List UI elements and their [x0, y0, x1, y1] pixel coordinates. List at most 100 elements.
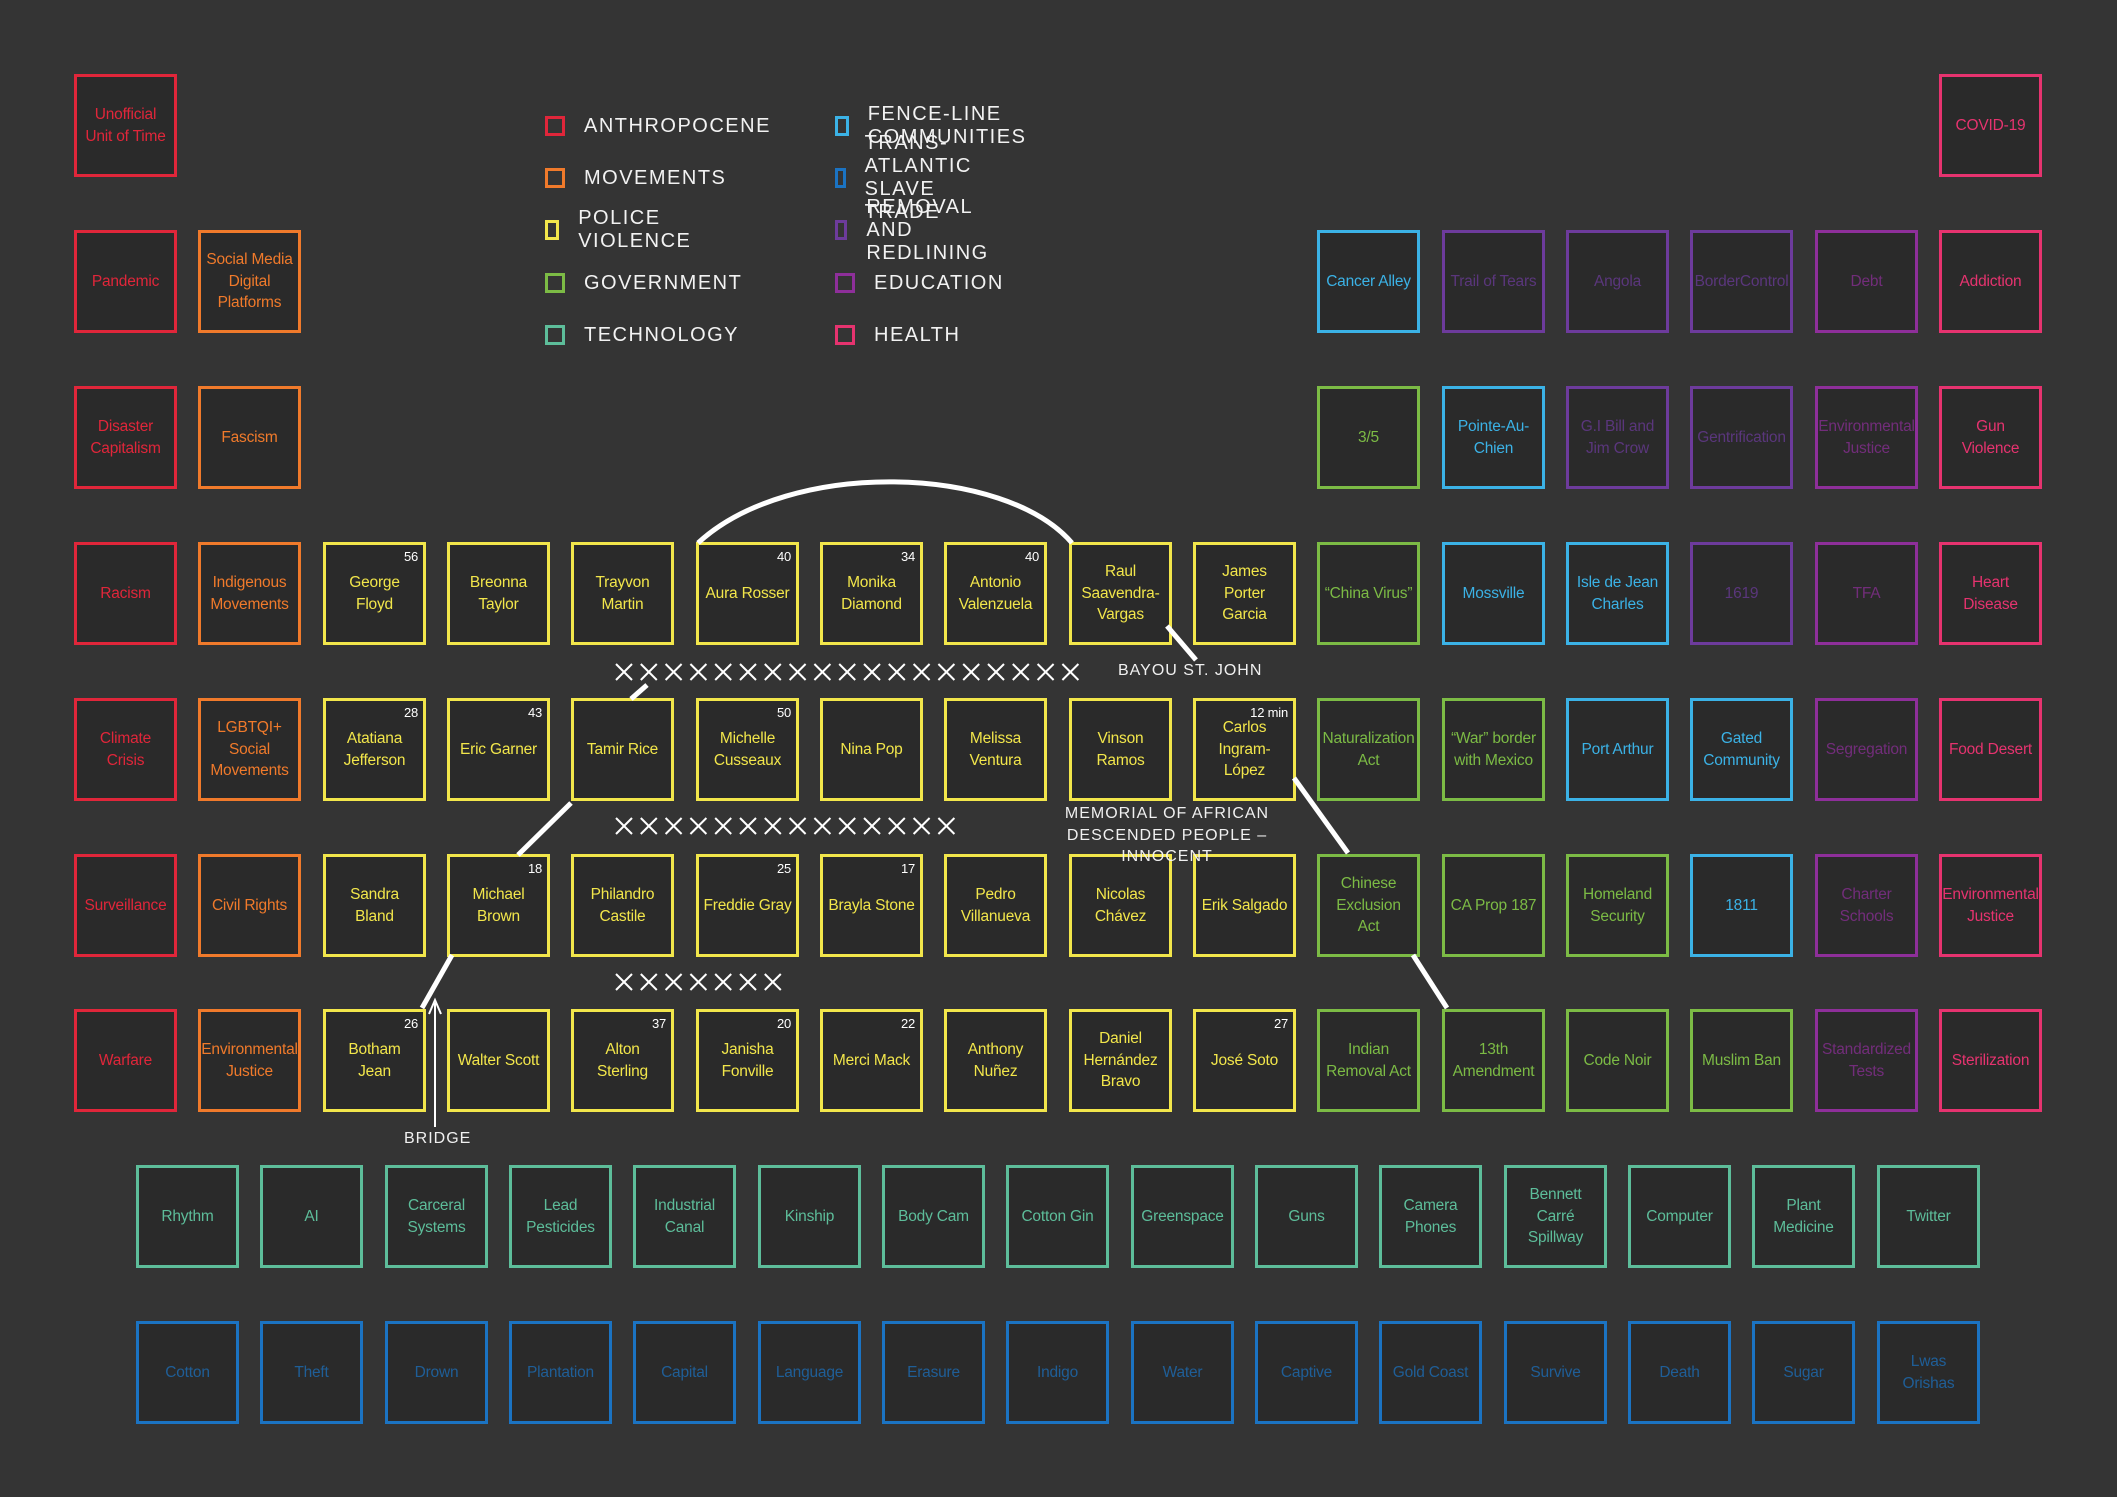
- cross-mark: [640, 973, 658, 991]
- element-tile: Theft: [260, 1321, 363, 1424]
- cross-mark: [788, 663, 807, 681]
- cross-mark: [664, 817, 683, 835]
- bridge-line-left-lower: [419, 953, 455, 1010]
- legend-label: EDUCATION: [874, 271, 1004, 294]
- element-label: Racism: [100, 584, 151, 602]
- element-tile: Indian Removal Act: [1317, 1009, 1420, 1112]
- legend-item: POLICE VIOLENCE: [545, 207, 697, 252]
- bridge-line-left-mid: [516, 801, 573, 857]
- cross-mark: [937, 817, 956, 835]
- cross-mark: [714, 973, 732, 991]
- cross-mark: [714, 663, 732, 681]
- element-tile: Drown: [385, 1321, 488, 1424]
- legend-item: EDUCATION: [835, 268, 1004, 298]
- element-label: Anthony Nuñez: [967, 1041, 1024, 1080]
- cross-mark: [714, 663, 732, 681]
- element-tile: “China Virus”: [1317, 542, 1420, 645]
- element-age: 37: [651, 1016, 666, 1031]
- element-tile: CA Prop 187: [1442, 854, 1545, 957]
- bayou-label: BAYOU ST. JOHN: [1118, 662, 1263, 679]
- element-label: Sugar: [1783, 1363, 1824, 1381]
- element-tile: Carceral Systems: [385, 1165, 488, 1268]
- element-label: Gun Violence: [1961, 418, 2020, 457]
- legend-label: GOVERNMENT: [584, 271, 743, 294]
- element-label: Naturalization Act: [1322, 730, 1415, 769]
- element-tile: Vinson Ramos: [1069, 698, 1172, 801]
- element-tile: Melissa Ventura: [944, 698, 1047, 801]
- element-label: “China Virus”: [1324, 584, 1413, 602]
- element-label: Addiction: [1959, 272, 2022, 290]
- cross-mark: [764, 817, 782, 835]
- element-label: Nicolas Chávez: [1094, 886, 1147, 925]
- element-tile: Segregation: [1815, 698, 1918, 801]
- element-label: Aura Rosser: [705, 584, 790, 602]
- element-label: Standardized Tests: [1822, 1041, 1911, 1080]
- element-tile: Rhythm: [136, 1165, 239, 1268]
- element-label: Environmental Justice: [1818, 418, 1915, 457]
- cross-mark: [615, 817, 633, 835]
- element-label: Isle de Jean Charles: [1576, 574, 1659, 613]
- element-age: 43: [527, 705, 542, 720]
- element-label: Walter Scott: [457, 1051, 540, 1069]
- element-tile: Addiction: [1939, 230, 2042, 333]
- element-tile: Lwas Orishas: [1877, 1321, 1980, 1424]
- element-age: 28: [403, 705, 418, 720]
- cross-mark: [739, 817, 757, 835]
- cross-mark: [863, 817, 881, 835]
- element-tile: Kinship: [758, 1165, 861, 1268]
- element-tile: Guns: [1255, 1165, 1358, 1268]
- element-label: Sterilization: [1951, 1051, 2030, 1069]
- element-tile: Daniel Hernández Bravo: [1069, 1009, 1172, 1112]
- element-label: Social Media Digital Platforms: [206, 251, 293, 312]
- element-label: Cancer Alley: [1326, 272, 1411, 290]
- element-tile: Raul Saavendra- Vargas: [1069, 542, 1172, 645]
- element-tile: Gold Coast: [1379, 1321, 1482, 1424]
- element-tile: Erik Salgado: [1193, 854, 1296, 957]
- element-tile: Bennett Carré Spillway: [1504, 1165, 1607, 1268]
- element-tile: Racism: [74, 542, 177, 645]
- element-tile: Water: [1131, 1321, 1234, 1424]
- element-label: Raul Saavendra- Vargas: [1081, 563, 1160, 624]
- element-label: Antonio Valenzuela: [958, 574, 1033, 613]
- element-tile: Surveillance: [74, 854, 177, 957]
- legend-label: FENCE-LINE COMMUNITIES: [867, 103, 1027, 148]
- legend-swatch: [835, 220, 848, 240]
- cross-mark: [863, 663, 881, 681]
- cross-mark: [937, 663, 956, 681]
- element-tile: Pandemic: [74, 230, 177, 333]
- element-tile: Greenspace: [1131, 1165, 1234, 1268]
- element-label: Mossville: [1462, 584, 1525, 602]
- element-label: Melissa Ventura: [969, 730, 1022, 769]
- bridge-line-right-lower: [1410, 953, 1450, 1010]
- legend-item: ANTHROPOCENE: [545, 111, 771, 141]
- cross-mark: [764, 663, 782, 681]
- element-tile: Camera Phones: [1379, 1165, 1482, 1268]
- cross-mark: [689, 663, 708, 681]
- cross-mark: [714, 817, 732, 835]
- element-tile: Language: [758, 1321, 861, 1424]
- element-tile: Food Desert: [1939, 698, 2042, 801]
- element-tile: Naturalization Act: [1317, 698, 1420, 801]
- element-label: Pandemic: [91, 272, 160, 290]
- legend-label: ANTHROPOCENE: [584, 114, 771, 137]
- cross-mark: [1036, 663, 1055, 681]
- element-label: 1811: [1725, 896, 1758, 914]
- element-label: Chinese Exclusion Act: [1336, 875, 1401, 936]
- element-tile: BorderControl: [1690, 230, 1793, 333]
- legend-label: HEALTH: [874, 323, 961, 346]
- element-label: Botham Jean: [348, 1041, 401, 1080]
- element-label: Gold Coast: [1392, 1363, 1469, 1381]
- element-label: Lwas Orishas: [1902, 1353, 1955, 1392]
- cross-mark: [714, 817, 732, 835]
- element-tile: Tamir Rice: [571, 698, 674, 801]
- legend-swatch: [835, 116, 849, 136]
- bridge-label: BRIDGE: [404, 1130, 472, 1147]
